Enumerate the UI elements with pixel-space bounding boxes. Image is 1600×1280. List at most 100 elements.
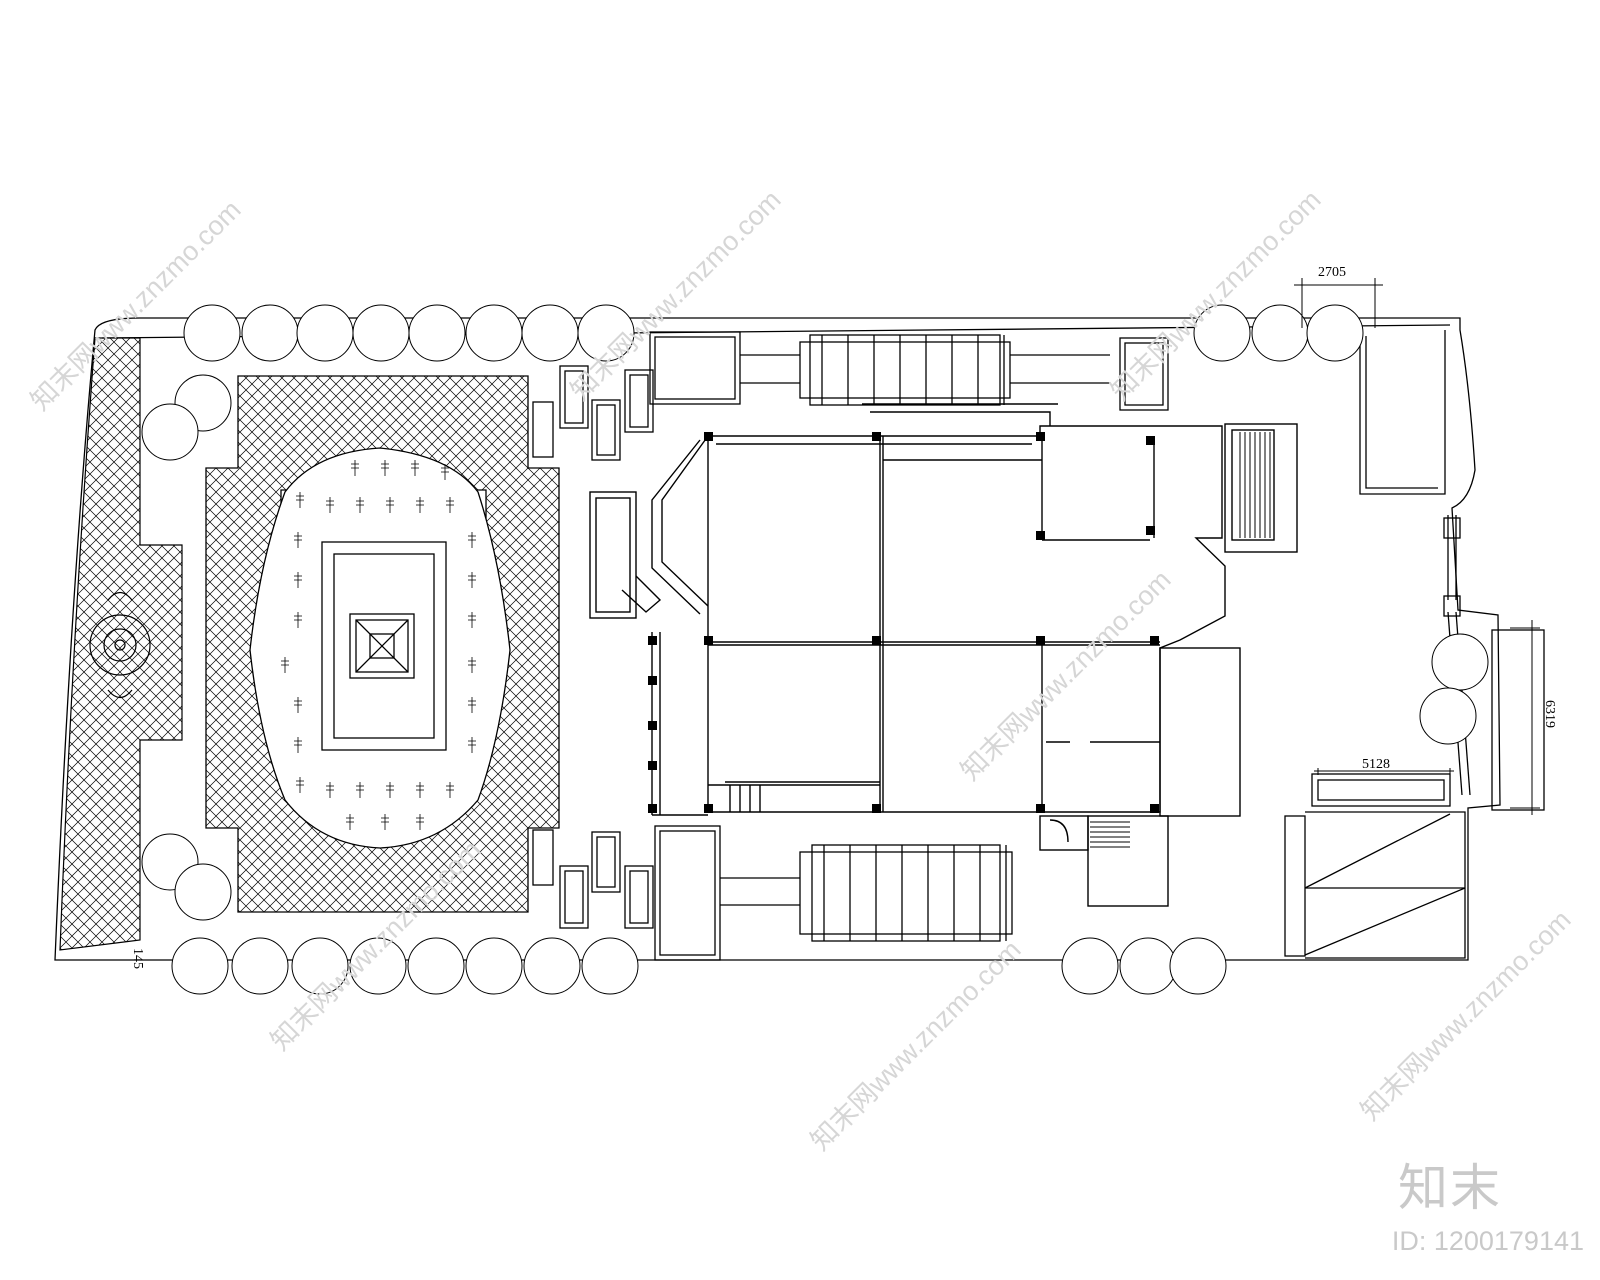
left-garden-strip	[59, 337, 183, 951]
tree-icon	[521, 304, 579, 362]
image-id-label: ID: 1200179141	[1391, 1226, 1584, 1256]
column	[1036, 636, 1045, 645]
grass-mark	[351, 460, 359, 476]
tree-icon	[349, 937, 407, 995]
grass-mark	[468, 737, 476, 753]
dimension-145: 145	[130, 948, 145, 969]
site-boundary	[54, 317, 1501, 961]
grass-mark	[416, 814, 424, 830]
grass-stroke	[416, 782, 424, 798]
tree-icon	[1306, 304, 1364, 362]
column	[648, 636, 657, 645]
planters	[532, 331, 1169, 961]
grass-stroke	[446, 497, 454, 513]
grass-stroke	[326, 497, 334, 513]
grass-stroke	[294, 697, 302, 713]
grass-stroke	[411, 460, 419, 476]
tree-icon	[465, 304, 523, 362]
column	[872, 636, 881, 645]
grass-stroke	[294, 572, 302, 588]
tree-icon	[523, 937, 581, 995]
grass-stroke	[468, 572, 476, 588]
tree-icon	[291, 937, 349, 995]
column	[1146, 526, 1155, 535]
column	[872, 432, 881, 441]
grass-stroke	[468, 532, 476, 548]
columns	[648, 432, 1159, 813]
central-plaza	[321, 541, 447, 751]
tree-icon	[1251, 304, 1309, 362]
grass-mark	[441, 464, 449, 480]
column	[1150, 804, 1159, 813]
grass-mark	[381, 460, 389, 476]
tree-icon	[183, 304, 241, 362]
brand-logo-text: 知末	[1398, 1159, 1502, 1217]
pergola-top	[740, 334, 1110, 406]
dimension-5128: 5128	[1362, 757, 1390, 772]
tree-icon	[408, 304, 466, 362]
grass-stroke	[416, 497, 424, 513]
tree-icon	[1419, 687, 1477, 745]
grass-stroke	[351, 460, 359, 476]
column	[648, 721, 657, 730]
grass-mark	[294, 737, 302, 753]
tree-icon	[352, 304, 410, 362]
grass-mark	[468, 612, 476, 628]
fountain	[89, 591, 151, 699]
column	[704, 432, 713, 441]
grass-mark	[446, 782, 454, 798]
grass-stroke	[468, 737, 476, 753]
grass-stroke	[468, 612, 476, 628]
house-outline	[589, 403, 1298, 907]
trees	[141, 304, 1489, 995]
grass-mark	[356, 782, 364, 798]
tree-icon	[171, 937, 229, 995]
pergola-bottom	[720, 844, 1013, 942]
column	[872, 804, 881, 813]
tree-icon	[1061, 937, 1119, 995]
grass-mark	[468, 657, 476, 673]
grass-stroke	[294, 532, 302, 548]
column	[1036, 531, 1045, 540]
grass-stroke	[294, 612, 302, 628]
grass-mark	[381, 814, 389, 830]
grass-stroke	[441, 464, 449, 480]
grass-stroke	[281, 657, 289, 673]
grass-mark	[468, 697, 476, 713]
grass-mark	[346, 814, 354, 830]
tree-icon	[141, 403, 199, 461]
tree-icon	[577, 304, 635, 362]
grass-mark	[386, 782, 394, 798]
grass-marks	[281, 460, 476, 830]
column	[1146, 436, 1155, 445]
grass-stroke	[326, 782, 334, 798]
grass-stroke	[381, 460, 389, 476]
tree-icon	[581, 937, 639, 995]
dimension-6319: 6319	[1542, 700, 1557, 728]
grass-mark	[416, 497, 424, 513]
grass-stroke	[386, 497, 394, 513]
grass-stroke	[346, 814, 354, 830]
grass-mark	[326, 497, 334, 513]
grass-stroke	[296, 492, 304, 508]
grass-mark	[386, 497, 394, 513]
dimension-2705: 2705	[1318, 265, 1346, 280]
grass-mark	[416, 782, 424, 798]
column	[704, 636, 713, 645]
column	[1150, 636, 1159, 645]
grass-mark	[468, 532, 476, 548]
tree-icon	[241, 304, 299, 362]
tree-icon	[174, 863, 232, 921]
column	[648, 676, 657, 685]
grass-stroke	[356, 782, 364, 798]
grass-stroke	[381, 814, 389, 830]
grass-mark	[281, 657, 289, 673]
grass-stroke	[356, 497, 364, 513]
grass-mark	[296, 492, 304, 508]
right-structures	[1284, 330, 1545, 959]
grass-stroke	[416, 814, 424, 830]
grass-mark	[446, 497, 454, 513]
grass-mark	[326, 782, 334, 798]
grass-mark	[294, 697, 302, 713]
